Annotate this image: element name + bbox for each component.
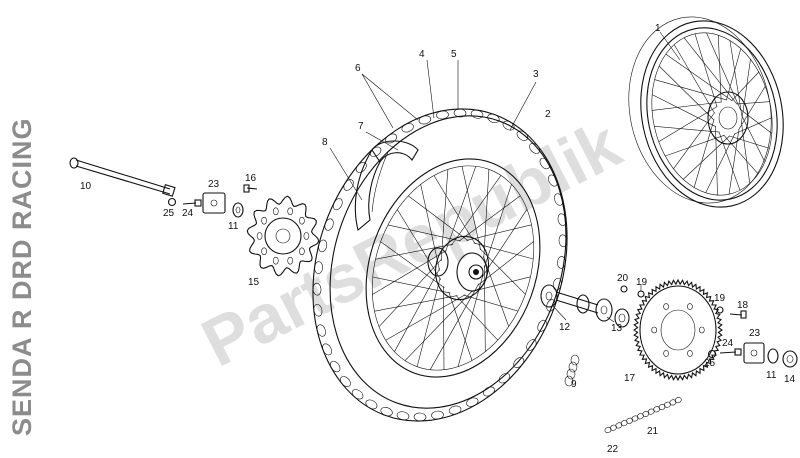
callout-17: 17 xyxy=(624,373,636,384)
callout-22: 22 xyxy=(607,444,619,455)
callout-labels: 1 2 3 4 5 6 7 8 9 10 11 11 12 13 14 15 1… xyxy=(80,23,796,455)
leader-lines xyxy=(329,31,681,323)
callout-23-right: 23 xyxy=(749,328,761,339)
rim-wheel-part-1 xyxy=(628,16,784,208)
callout-11-left: 11 xyxy=(228,221,239,232)
callout-25-left: 25 xyxy=(163,208,175,219)
callout-14: 14 xyxy=(784,374,796,385)
callout-18: 18 xyxy=(737,300,749,311)
callout-4: 4 xyxy=(419,49,425,60)
left-hardware xyxy=(167,184,258,218)
callout-24-right: 24 xyxy=(722,338,734,349)
callout-24-left: 24 xyxy=(182,208,194,219)
callout-20: 20 xyxy=(617,273,629,284)
bearings-part-12-13 xyxy=(540,284,630,328)
callout-10: 10 xyxy=(80,181,92,192)
callout-2: 2 xyxy=(545,109,551,120)
callout-19-right: 19 xyxy=(714,293,726,304)
callout-1: 1 xyxy=(655,23,661,34)
callout-3: 3 xyxy=(533,69,539,80)
callout-12: 12 xyxy=(559,322,571,333)
callout-25-right: 25 xyxy=(704,358,716,369)
inner-tube-part-7 xyxy=(354,140,419,231)
callout-23-left: 23 xyxy=(208,179,220,190)
sprocket-part-17 xyxy=(633,278,723,382)
callout-13: 13 xyxy=(611,323,623,334)
rear-wheel-assembly xyxy=(312,108,568,422)
callout-6: 6 xyxy=(355,63,361,74)
side-title: SENDA R DRD RACING xyxy=(7,117,37,436)
callout-5: 5 xyxy=(451,49,457,60)
right-hardware xyxy=(620,285,798,368)
callout-19-left: 19 xyxy=(636,277,648,288)
callout-9: 9 xyxy=(571,379,577,390)
callout-21: 21 xyxy=(647,426,659,437)
brake-disc-part-15 xyxy=(246,195,320,277)
callout-7: 7 xyxy=(358,121,364,132)
callout-8: 8 xyxy=(322,137,328,148)
callout-16: 16 xyxy=(245,173,257,184)
callout-11-right: 11 xyxy=(766,370,777,381)
callout-15: 15 xyxy=(248,277,260,288)
chain-parts-9-21-22 xyxy=(564,354,682,434)
axle-part-10 xyxy=(69,157,176,197)
